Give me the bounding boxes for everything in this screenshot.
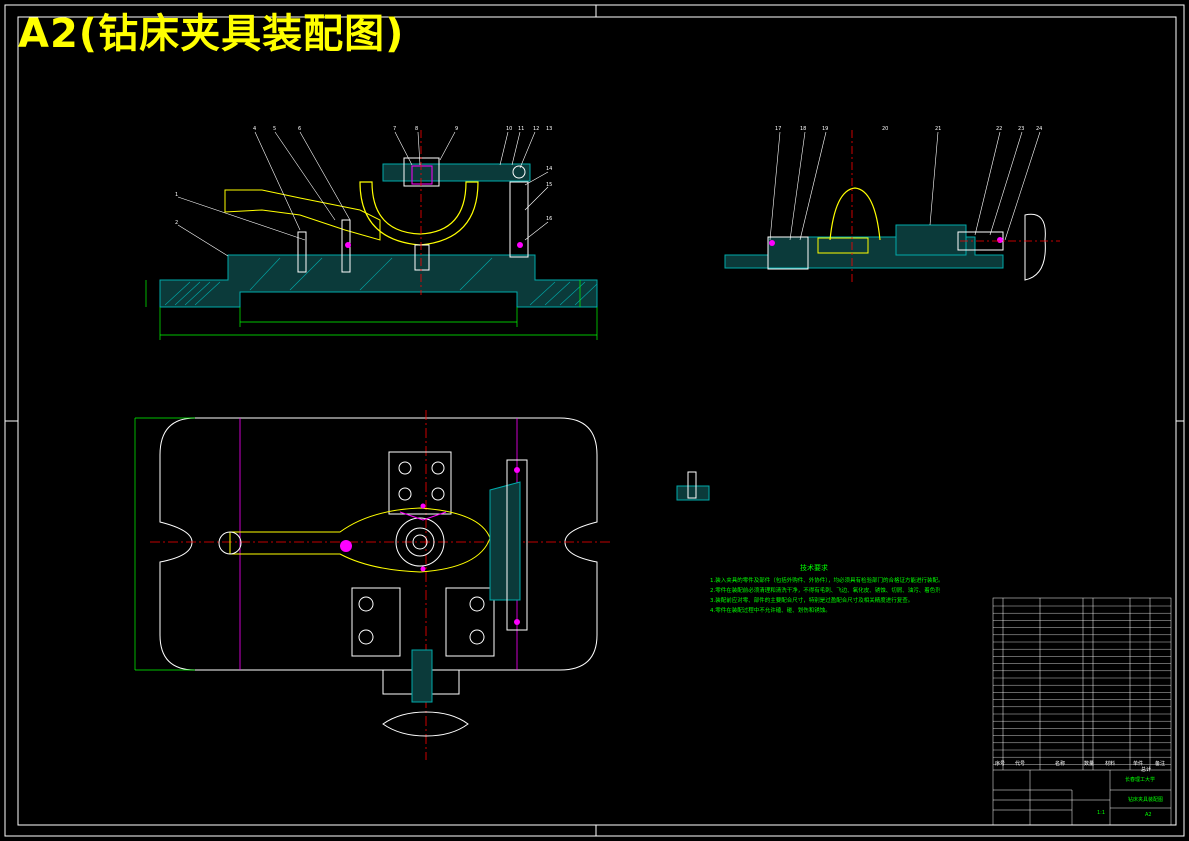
header-total: 总计: [1141, 767, 1152, 773]
drawing-name: 钻床夹具装配图: [1128, 797, 1164, 803]
part-balloon: 13: [546, 126, 553, 132]
tech-requirements: 1.装入夹具的零件及部件（包括外购件、外协件），均必须具有检验部门的合格证方能进…: [710, 576, 940, 616]
header-name: 名称: [1055, 761, 1066, 767]
header-qty: 数量: [1084, 761, 1095, 767]
title-block: [993, 769, 1171, 825]
parts-list-rows: [993, 605, 1171, 765]
sheet-size: A2: [1145, 812, 1152, 818]
part-balloon: 22: [996, 126, 1003, 132]
part-balloon: 19: [822, 126, 829, 132]
school-name: 长春理工大学: [1125, 777, 1156, 783]
tech-line: 1.装入夹具的零件及部件（包括外购件、外协件），均必须具有检验部门的合格证方能进…: [710, 578, 940, 584]
front-section-view: [145, 130, 598, 340]
part-balloon: 2: [175, 220, 179, 226]
part-balloon: 24: [1036, 126, 1043, 132]
outer-border: [4, 4, 1185, 837]
part-balloon: 17: [775, 126, 782, 132]
tech-line: 4.零件在装配过程中不允许磕、碰、划伤和锈蚀。: [710, 608, 831, 614]
header-code: 代号: [1015, 761, 1026, 767]
part-balloon: 15: [546, 182, 553, 188]
part-balloon: 11: [518, 126, 525, 132]
part-balloon: 8: [415, 126, 419, 132]
part-balloon: 21: [935, 126, 942, 132]
part-balloon: 6: [298, 126, 302, 132]
inner-border: [17, 16, 1177, 826]
drawing-scale: 1:1: [1097, 810, 1106, 816]
part-balloon: 14: [546, 166, 553, 172]
part-balloon: 1: [175, 192, 179, 198]
part-balloon: 20: [882, 126, 889, 132]
header-note: 备注: [1155, 761, 1166, 767]
drawing-title: A2(钻床夹具装配图): [18, 11, 405, 57]
part-balloon: 18: [800, 126, 807, 132]
parts-list: [992, 597, 1172, 826]
part-balloon: 23: [1018, 126, 1025, 132]
header-index: 序号: [995, 761, 1006, 767]
part-balloon: 9: [455, 126, 459, 132]
part-balloon: 4: [253, 126, 257, 132]
top-plan-view: [134, 410, 610, 760]
tech-requirements-heading: 技术要求: [800, 564, 828, 572]
part-balloon: 7: [393, 126, 397, 132]
part-balloon: 16: [546, 216, 553, 222]
tech-line: 2.零件在装配前必须清理和清洗干净，不得有毛刺、飞边、氧化皮、锈蚀、切屑、油污、…: [710, 588, 940, 594]
header-material: 材料: [1105, 761, 1116, 767]
part-balloon: 12: [533, 126, 540, 132]
header-unit: 单件: [1133, 761, 1144, 767]
detail-view: [676, 471, 710, 501]
part-balloon: 5: [273, 126, 277, 132]
part-balloon: 10: [506, 126, 513, 132]
side-section-view: [724, 130, 1060, 285]
tech-line: 3.装配前应对零、部件的主要配合尺寸，特别是过盈配合尺寸及相关精度进行复查。: [710, 598, 914, 604]
